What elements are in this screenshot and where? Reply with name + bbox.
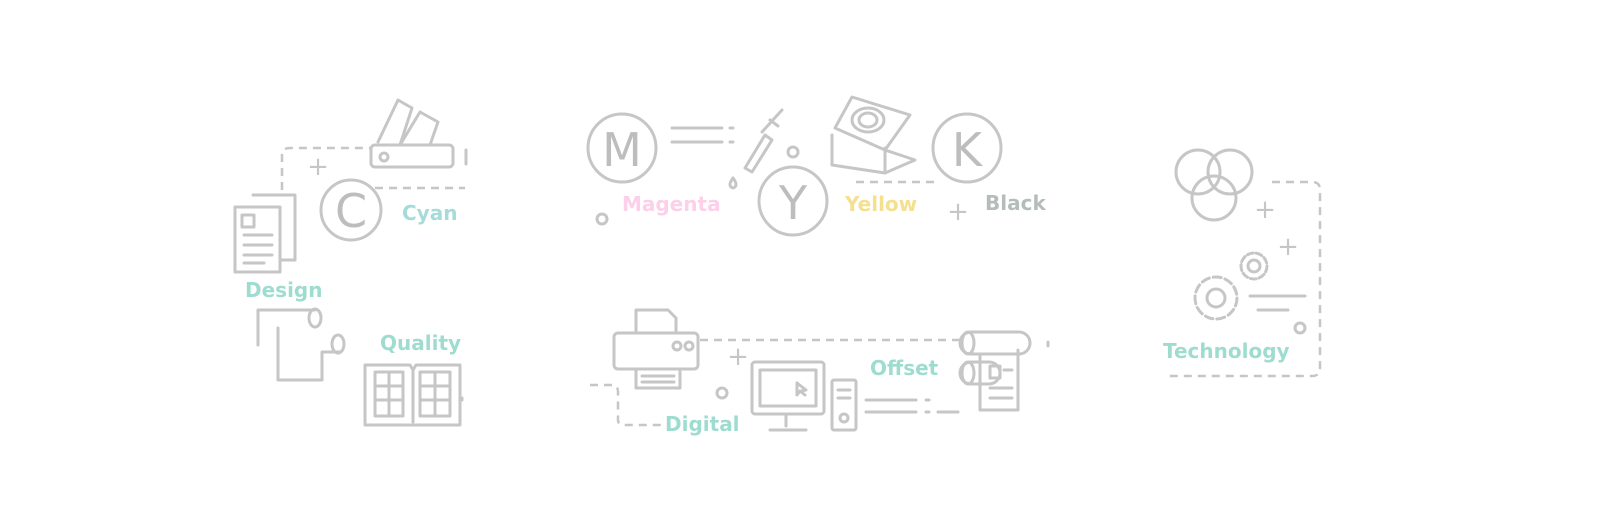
line-decoration bbox=[864, 398, 960, 414]
letter-y: Y bbox=[778, 176, 808, 230]
plus-icon: + bbox=[1277, 232, 1299, 262]
letter-k: K bbox=[952, 123, 984, 177]
label-design: Design bbox=[245, 278, 322, 302]
label-offset: Offset bbox=[870, 356, 939, 380]
cyan-c-icon: C bbox=[319, 178, 383, 242]
ink-box-icon bbox=[830, 95, 917, 175]
label-technology: Technology bbox=[1163, 339, 1290, 363]
desktop-computer-icon bbox=[750, 360, 858, 432]
paper-roll-icon bbox=[256, 307, 346, 382]
black-k-icon: K bbox=[931, 112, 1003, 184]
design-documents-icon bbox=[233, 193, 297, 274]
quality-catalog-book-icon bbox=[363, 363, 464, 427]
connector-dash bbox=[1168, 180, 1322, 378]
label-quality: Quality bbox=[380, 331, 461, 355]
letter-m: M bbox=[602, 123, 642, 177]
dot bbox=[595, 212, 609, 226]
plus-icon: + bbox=[947, 197, 969, 227]
label-yellow: Yellow bbox=[844, 192, 917, 216]
letter-c: C bbox=[335, 184, 367, 238]
printer-icon bbox=[612, 308, 700, 390]
plus-icon: + bbox=[307, 152, 329, 182]
line-decoration bbox=[670, 126, 735, 144]
label-digital: Digital bbox=[665, 412, 740, 436]
label-black: Black bbox=[985, 191, 1046, 215]
cmyk-group: M Magenta Y Yellow K + Black bbox=[586, 95, 1046, 237]
label-magenta: Magenta bbox=[622, 192, 721, 216]
dot bbox=[786, 145, 800, 159]
plus-icon: + bbox=[1254, 195, 1276, 225]
connector-dash bbox=[590, 383, 665, 427]
ink-dropper-icon bbox=[728, 108, 784, 190]
connector-dash bbox=[280, 146, 370, 190]
printing-group: + Offset Digital bbox=[590, 308, 1050, 436]
line-decoration bbox=[1248, 294, 1307, 312]
dot bbox=[1293, 321, 1307, 335]
left-group: C + Cyan Design Quality bbox=[233, 98, 468, 427]
yellow-y-icon: Y bbox=[757, 165, 829, 237]
color-swatch-fan-icon bbox=[369, 98, 468, 169]
gears-icon bbox=[1193, 251, 1269, 321]
offset-press-rolls-icon bbox=[958, 330, 1050, 412]
technology-group: + + Technology bbox=[1163, 148, 1322, 378]
magenta-m-icon: M bbox=[586, 112, 658, 184]
color-circles-icon bbox=[1174, 148, 1254, 222]
dot bbox=[715, 386, 729, 400]
label-cyan: Cyan bbox=[402, 201, 457, 225]
plus-icon: + bbox=[727, 342, 749, 372]
